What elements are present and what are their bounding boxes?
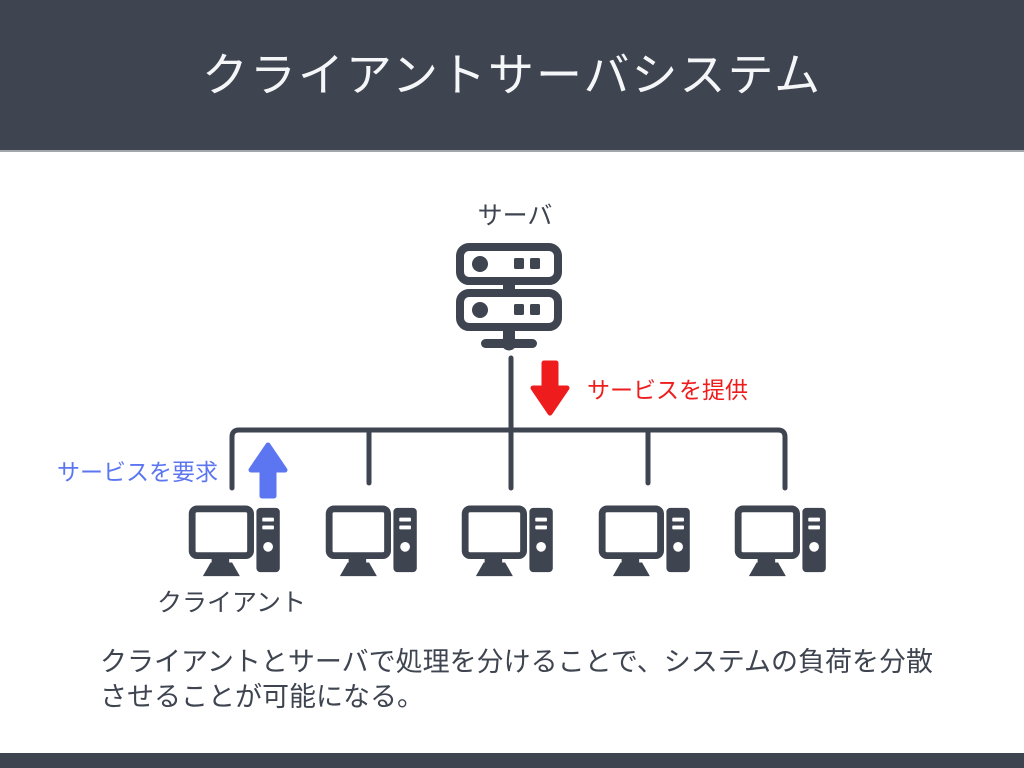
caption-text: クライアントとサーバで処理を分けることで、システムの負荷を分散 させることが可能… bbox=[100, 645, 960, 715]
client-computer-icon bbox=[734, 505, 826, 577]
client-computer-icon bbox=[598, 505, 690, 577]
caption-line-2: させることが可能になる。 bbox=[100, 682, 424, 712]
network-tree-lines bbox=[229, 355, 788, 491]
provide-service-label: サービスを提供 bbox=[587, 377, 748, 403]
request-arrow-icon bbox=[248, 442, 288, 499]
client-label: クライアント bbox=[157, 589, 307, 617]
request-service-label: サービスを要求 bbox=[57, 459, 218, 485]
client-computer-icon bbox=[325, 505, 417, 577]
client-computer-icon bbox=[188, 505, 280, 577]
provide-arrow-icon bbox=[530, 360, 570, 416]
title-bar: クライアントサーバシステム bbox=[0, 0, 1024, 152]
page-title: クライアントサーバシステム bbox=[201, 49, 823, 101]
client-computer-icon bbox=[461, 505, 553, 577]
server-label: サーバ bbox=[477, 202, 553, 230]
server-icon bbox=[456, 243, 562, 351]
caption-line-1: クライアントとサーバで処理を分けることで、システムの負荷を分散 bbox=[100, 647, 933, 677]
footer-bar bbox=[0, 753, 1024, 768]
